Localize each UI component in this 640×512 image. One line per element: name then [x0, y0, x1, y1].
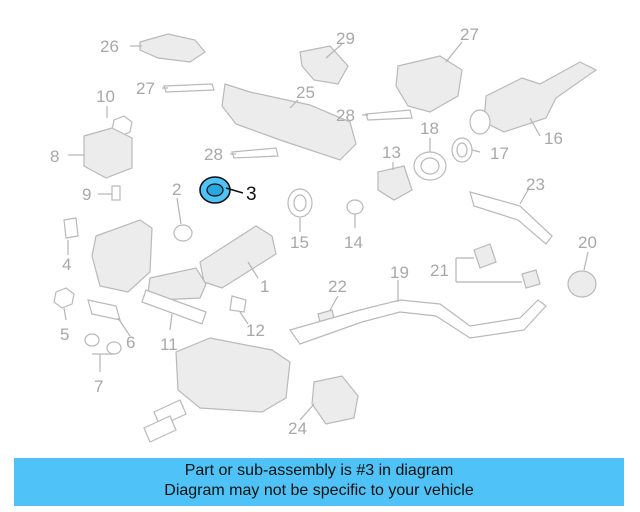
callout-6: 6 — [126, 333, 135, 352]
callout-10: 10 — [96, 87, 115, 106]
part-11-plate — [141, 289, 207, 325]
part-16-flange — [469, 109, 491, 135]
callout-28-top: 27 — [136, 79, 155, 98]
part-27-heat-shield — [395, 55, 463, 113]
callout-3: 3 — [246, 184, 257, 205]
part-4-bracket — [63, 217, 79, 239]
part-21-hanger-a — [473, 243, 497, 269]
part-14-nut — [346, 199, 364, 215]
callout-7: 7 — [94, 377, 103, 396]
callout-21: 21 — [430, 261, 449, 280]
callout-numbers: 26 27 25 28 29 28 27 16 17 18 13 14 15 1… — [50, 25, 597, 438]
callout-25: 25 — [296, 83, 315, 102]
callout-16: 16 — [544, 129, 563, 148]
part-2-gasket — [173, 224, 193, 242]
callout-15: 15 — [290, 233, 309, 252]
callout-22: 22 — [328, 277, 347, 296]
callout-13: 13 — [382, 143, 401, 162]
caption-line-2: Diagram may not be specific to your vehi… — [164, 482, 474, 499]
part-12-bolt — [229, 295, 247, 313]
part-23-heat-shield — [469, 191, 553, 245]
callout-18: 18 — [420, 119, 439, 138]
part-18-clamp-inner — [420, 157, 440, 175]
part-28-clip-right — [365, 109, 413, 121]
callout-2: 2 — [172, 180, 181, 199]
callout-9: 9 — [82, 185, 91, 204]
callout-26: 26 — [100, 37, 119, 56]
tailpipe-b — [143, 415, 177, 443]
exploded-parts-diagram: 26 27 25 28 29 28 27 16 17 18 13 14 15 1… — [50, 25, 598, 443]
leader-lines — [63, 41, 589, 421]
callout-14: 14 — [344, 233, 363, 252]
part-7-nut-a — [84, 333, 100, 347]
callout-29: 29 — [336, 29, 355, 48]
part-5-nut — [53, 287, 75, 309]
callout-24: 24 — [288, 419, 307, 438]
callout-17: 17 — [490, 144, 509, 163]
rear-muffler — [175, 337, 291, 413]
callout-5: 5 — [60, 325, 69, 344]
part-17-gasket-inner — [456, 142, 468, 158]
callout-28-mid: 28 — [204, 145, 223, 164]
part-16-converter-pipe — [483, 61, 598, 133]
part-19-pipe — [289, 299, 547, 345]
part-28-clip-mid — [231, 147, 279, 159]
callout-27: 27 — [460, 25, 479, 44]
callout-20: 20 — [578, 233, 597, 252]
callout-23: 23 — [526, 175, 545, 194]
part-28-clip-top — [163, 83, 215, 93]
caption-line-1: Part or sub-assembly is #3 in diagram — [184, 462, 454, 479]
catalytic-converter — [91, 219, 153, 293]
part-29-bracket — [299, 45, 349, 85]
callout-8: 8 — [50, 147, 59, 166]
part-8-mount — [83, 127, 133, 179]
callout-11: 11 — [160, 335, 178, 354]
part-21-hanger-b — [521, 269, 541, 289]
callout-4: 4 — [62, 255, 71, 274]
callout-12: 12 — [246, 321, 265, 340]
callout-19: 19 — [390, 263, 409, 282]
callout-28-right: 28 — [336, 106, 355, 125]
part-6-gasket — [87, 299, 121, 321]
part-25-heat-shield — [221, 83, 357, 161]
part-7-nut-b — [106, 341, 122, 355]
part-3-gasket-inner — [206, 183, 224, 197]
part-20-clamp — [567, 270, 597, 298]
callout-1: 1 — [260, 277, 269, 296]
part-26-heat-shield — [139, 33, 206, 63]
part-9-stud — [111, 185, 121, 201]
part-15-gasket-inner — [293, 194, 307, 212]
part-13-sensor — [377, 165, 413, 201]
part-24-bracket — [311, 375, 359, 425]
diagram-caption-banner: Part or sub-assembly is #3 in diagram Di… — [14, 458, 624, 506]
